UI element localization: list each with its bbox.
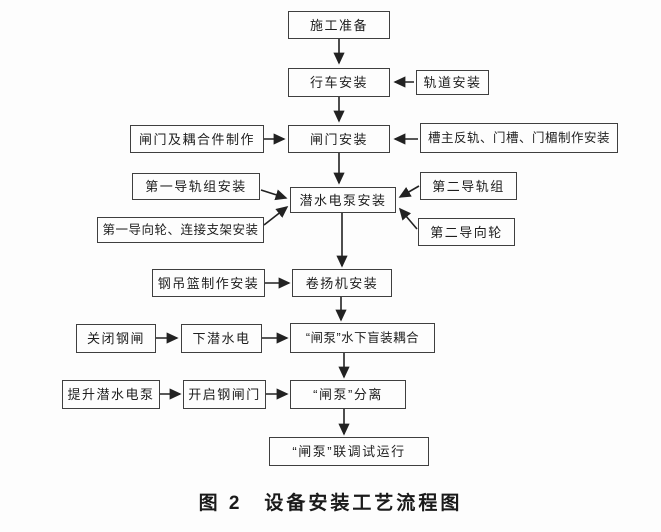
flow-node-gate-install: 闸门安装 [288,125,390,153]
flow-node-lower-pump: 下潜水电 [181,324,262,353]
flow-node-close-steel-gate: 关闭钢闸 [76,324,156,353]
flow-node-joint-trial-run: “闸泵”联调试运行 [269,437,429,466]
flow-node-underwater-coupling: “闸泵”水下盲装耦合 [290,323,435,353]
flow-node-second-rail-group: 第二导轨组 [420,172,517,200]
arrow-wheel1-pump [263,206,289,226]
flow-node-pump-separate: “闸泵”分离 [290,380,406,409]
flow-node-slot-rail-fab: 槽主反轨、门槽、门楣制作安装 [420,123,618,153]
arrow-rail2-pump [398,185,420,198]
flow-node-second-guide-wheel: 第二导向轮 [418,218,515,246]
flow-node-winch-install: 卷扬机安装 [292,269,392,297]
arrow-wheel2-pump [398,207,418,230]
figure-caption: 图 2 设备安装工艺流程图 [198,493,463,514]
flow-node-open-steel-gate: 开启钢闸门 [183,380,266,409]
flow-node-pump-install: 潜水电泵安装 [290,187,396,213]
flow-node-gate-coupling-fab: 闸门及耦合件制作 [130,125,264,153]
flow-node-first-guide-wheel: 第一导向轮、连接支架安装 [97,217,264,243]
arrow-rail1-pump [260,189,288,201]
flow-node-lift-pump: 提升潜水电泵 [62,380,160,409]
flow-node-construction-prep: 施工准备 [288,11,390,39]
flow-node-track-install: 轨道安装 [416,70,489,95]
flow-node-first-rail-group: 第一导轨组安装 [132,173,260,200]
flow-node-basket-fab: 钢吊篮制作安装 [152,269,265,297]
flow-node-crane-install: 行车安装 [288,68,390,97]
